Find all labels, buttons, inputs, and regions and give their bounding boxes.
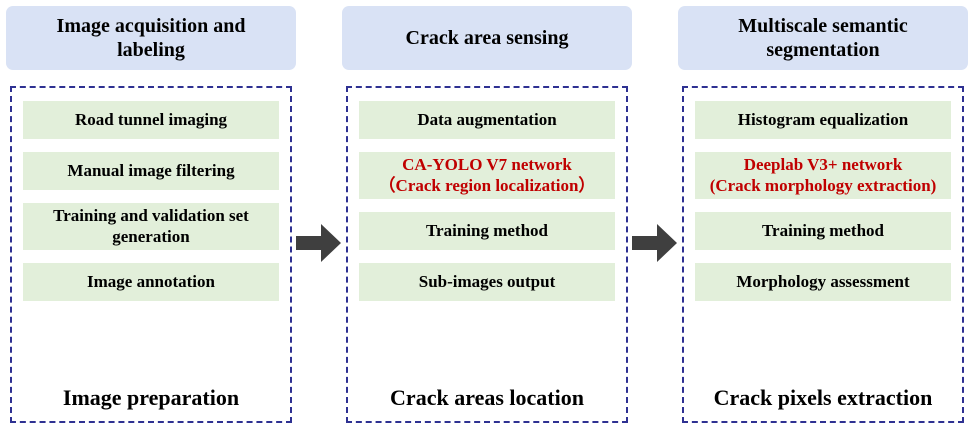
flow-arrow-2 [632, 223, 678, 263]
column-body-crack-area-sensing: Data augmentation CA-YOLO V7 network （Cr… [346, 86, 628, 423]
column-header-crack-area-sensing: Crack area sensing [342, 6, 632, 70]
step-manual-image-filtering: Manual image filtering [23, 152, 279, 190]
flow-arrow-1 [296, 223, 342, 263]
step-image-annotation: Image annotation [23, 262, 279, 301]
step-road-tunnel-imaging: Road tunnel imaging [23, 101, 279, 139]
caption-crack-areas-location: Crack areas location [390, 385, 584, 410]
step-sub-images-output: Sub-images output [359, 262, 615, 301]
column-multiscale-segmentation: Multiscale semantic segmentation Histogr… [678, 6, 968, 423]
step-training-method-sensing: Training method [359, 211, 615, 250]
column-crack-area-sensing: Crack area sensing Data augmentation CA-… [342, 6, 632, 423]
caption-crack-pixels-extraction: Crack pixels extraction [713, 385, 933, 410]
column-body-multiscale-segmentation: Histogram equalization Deeplab V3+ netwo… [682, 86, 964, 423]
step-data-augmentation: Data augmentation [359, 101, 615, 139]
step-deeplab-v3-network: Deeplab V3+ network (Crack morphology ex… [695, 152, 951, 199]
column-image-acquisition: Image acquisition and labeling Road tunn… [6, 6, 296, 423]
step-morphology-assessment: Morphology assessment [695, 262, 951, 301]
column-header-image-acquisition: Image acquisition and labeling [6, 6, 296, 70]
arrow-right-icon [632, 223, 677, 262]
step-histogram-equalization: Histogram equalization [695, 101, 951, 139]
column-header-multiscale-segmentation: Multiscale semantic segmentation [678, 6, 968, 70]
step-training-validation-set: Training and validation set generation [23, 203, 279, 250]
step-ca-yolo-v7-network: CA-YOLO V7 network （Crack region localiz… [359, 152, 615, 199]
column-body-image-acquisition: Road tunnel imaging Manual image filteri… [10, 86, 292, 423]
arrow-right-icon [296, 223, 341, 262]
step-training-method-segmentation: Training method [695, 211, 951, 250]
caption-image-preparation: Image preparation [62, 385, 240, 410]
